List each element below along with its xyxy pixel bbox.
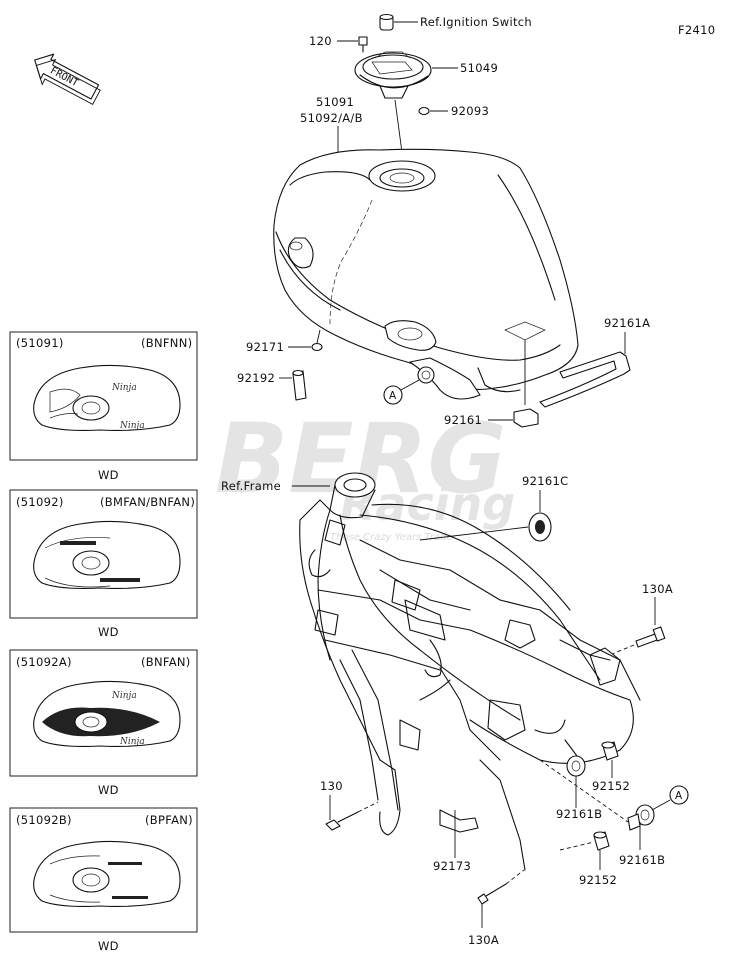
label-130: 130 [320,779,343,793]
variant-part: (51091) [16,336,64,350]
label-92093: 92093 [451,104,489,118]
svg-text:Ninja: Ninja [111,383,137,393]
variant-color: WD [98,625,119,639]
label-130a-bottom: 130A [468,933,499,947]
svg-text:Ninja: Ninja [119,737,145,747]
svg-text:Ninja: Ninja [119,421,145,431]
collar-92152-a [601,741,619,761]
svg-text:Ninja: Ninja [111,691,137,701]
callout-a-lower: A [651,785,689,811]
front-arrow-icon: FRONT [34,53,101,105]
variant-color: WD [98,783,119,797]
variant-box-3: (51092A) (BNFAN) Ninja Ninja [9,649,198,777]
grommet-92161b-a [566,755,586,777]
ignition-switch-ref [379,13,394,31]
variant-part: (51092) [16,495,64,509]
label-92173: 92173 [433,859,471,873]
watermark-tagline: Those Crazy Years Trade [330,532,453,543]
variant-box-1: (51091) (BNFNN) Ninja Ninja [9,331,198,461]
variant-color: WD [98,939,119,953]
svg-text:A: A [675,790,683,802]
screw-92093 [418,106,430,116]
variant-code: (BNFNN) [141,336,192,350]
bolt-130a-bottom [477,883,507,905]
variant-box-4: (51092B) (BPFAN) [9,807,198,933]
label-92171: 92171 [246,340,284,354]
fuel-tank [273,148,579,405]
collar-92152-b [593,831,610,851]
callout-a-tank: A [383,379,420,405]
variant-code: (BNFAN) [141,655,191,669]
svg-text:A: A [389,390,397,402]
bolt-130 [325,811,359,831]
strip-92161a [539,351,631,408]
cushion-92161 [513,408,539,428]
label-120: 120 [309,34,332,48]
variant-code: (BMFAN/BNFAN) [100,495,195,509]
label-51092: 51092/A/B [300,111,363,125]
label-ref-frame: Ref.Frame [221,479,281,493]
frame [299,472,641,871]
label-92161b-a: 92161B [556,807,602,821]
grommet-92161b-b [627,804,655,831]
fuel-cap-51049 [354,51,432,99]
variant-code: (BPFAN) [145,813,193,827]
hose-92192 [292,369,307,401]
variant-part: (51092A) [16,655,72,669]
bolt-120 [358,36,368,53]
label-92152-a: 92152 [592,779,630,793]
grommet-92161c [528,512,552,542]
variant-color: WD [98,468,119,482]
label-ref-ignition-switch: Ref.Ignition Switch [420,15,532,29]
label-92161b-b: 92161B [619,853,665,867]
label-92152-b: 92152 [579,873,617,887]
variant-box-2: (51092) (BMFAN/BNFAN) [9,489,198,619]
ring-92171 [311,342,323,352]
bolt-130a-top [635,626,666,648]
label-92161: 92161 [444,413,482,427]
label-51049: 51049 [460,61,498,75]
label-92161a: 92161A [604,316,650,330]
label-92192: 92192 [237,371,275,385]
variant-part: (51092B) [16,813,72,827]
figure-code: F2410 [678,23,715,37]
label-51091: 51091 [316,95,354,109]
label-130a-top: 130A [642,582,673,596]
label-92161c: 92161C [522,474,568,488]
